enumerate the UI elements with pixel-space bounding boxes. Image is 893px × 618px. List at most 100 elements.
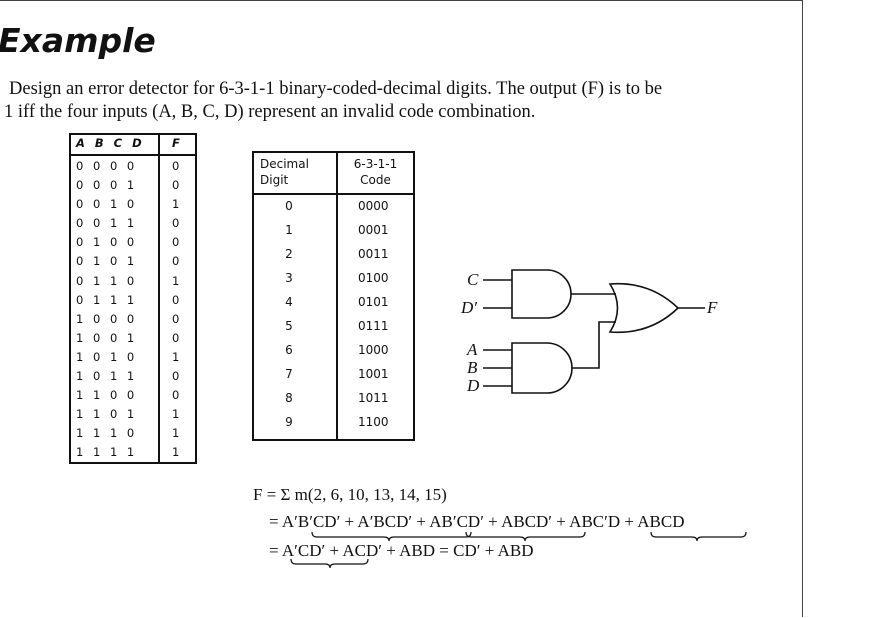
truth-table-inputs-cell: 0 0 1 0 <box>76 197 138 212</box>
truth-table-output-cell: 0 <box>172 178 180 193</box>
slide: Example Design an error detector for 6-3… <box>0 0 803 617</box>
truth-table-output-cell: 1 <box>172 197 180 212</box>
truth-table-row: 0 0 1 0 1 <box>71 194 195 213</box>
truth-table-row: 1 1 1 1 1 <box>71 442 195 461</box>
code-table-code-cell: 1000 <box>358 343 389 357</box>
code-table-code-cell: 0100 <box>358 271 389 285</box>
truth-table-row: 0 0 0 0 0 <box>71 156 195 175</box>
input-label-c: C <box>467 270 479 289</box>
code-table-row: 3 0100 <box>254 267 413 291</box>
code-table-header: Decimal Digit 6-3-1-1 Code <box>254 153 413 195</box>
truth-table-output-cell: 0 <box>172 369 180 384</box>
truth-table-output-cell: 0 <box>172 216 180 231</box>
truth-table-inputs-cell: 0 0 1 1 <box>76 216 138 231</box>
underbrace-3 <box>650 531 747 542</box>
code-table-code-cell: 0101 <box>358 295 389 309</box>
truth-table-output-cell: 0 <box>172 235 180 250</box>
code-table-code-cell: 1100 <box>358 415 389 429</box>
truth-table-row: 0 1 0 1 0 <box>71 251 195 270</box>
code-table-row: 9 1100 <box>254 411 413 435</box>
truth-table-inputs-cell: 0 0 0 0 <box>76 159 138 173</box>
truth-table-output-cell: 0 <box>172 388 180 403</box>
output-label-f: F <box>706 298 718 317</box>
truth-table-inputs-cell: 1 1 0 0 <box>76 388 138 403</box>
truth-table-row: 1 1 0 1 1 <box>71 404 195 423</box>
underbrace-1 <box>311 531 472 542</box>
code-table-digit-cell: 7 <box>285 367 293 381</box>
truth-table-row: 1 1 1 0 1 <box>71 423 195 442</box>
truth-table-output-cell: 0 <box>172 159 180 173</box>
code-table-digit-cell: 5 <box>285 319 293 333</box>
code-table-code-cell: 0001 <box>358 223 389 237</box>
logic-gate-diagram: C D′ A B D F <box>460 269 718 395</box>
truth-table-header-inputs: A B C D <box>76 136 145 150</box>
or-gate <box>608 282 680 334</box>
code-table-digit-cell: 4 <box>285 295 293 309</box>
underbrace-2 <box>465 531 586 542</box>
wire-and2-to-or <box>572 321 616 369</box>
code-table-header-code: 6-3-1-1 Code <box>336 156 415 188</box>
input-label-d-prime: D′ <box>460 298 477 317</box>
truth-table-row: 1 0 1 0 1 <box>71 347 195 366</box>
truth-table-output-cell: 1 <box>172 349 180 364</box>
truth-table-inputs-cell: 1 1 1 1 <box>76 445 138 460</box>
truth-table-row: 1 0 0 1 0 <box>71 328 195 347</box>
header-code-line-1: 6-3-1-1 <box>353 157 398 171</box>
truth-table-inputs-cell: 1 1 0 1 <box>76 407 138 422</box>
input-label-b: B <box>467 358 478 377</box>
code-table-row: 7 1001 <box>254 363 413 387</box>
truth-table-header-output: F <box>172 136 180 150</box>
code-table-digit-cell: 8 <box>285 391 293 405</box>
code-table-row: 2 0011 <box>254 243 413 267</box>
and-gate-lower <box>511 342 573 394</box>
header-decimal-line-1: Decimal <box>260 157 309 171</box>
slide-title: Example <box>0 21 156 60</box>
code-table-code-cell: 0011 <box>358 247 389 261</box>
truth-table-output-cell: 1 <box>172 407 180 422</box>
code-table-row: 5 0111 <box>254 315 413 339</box>
truth-table-header: A B C D F <box>71 135 195 156</box>
truth-table-inputs-cell: 1 0 0 1 <box>76 330 138 345</box>
truth-table-output-cell: 0 <box>172 292 180 307</box>
truth-table-row: 1 1 0 0 0 <box>71 385 195 404</box>
equation-line-1: F = Σ m(2, 6, 10, 13, 14, 15) <box>253 485 447 504</box>
code-table-code-cell: 1001 <box>358 367 389 381</box>
equation-line-3: = A′CD′ + ACD′ + ABD = CD′ + ABD <box>269 541 534 560</box>
code-table-code-cell: 0111 <box>358 319 389 333</box>
truth-table-output-cell: 1 <box>172 445 180 460</box>
input-label-a: A <box>466 340 478 359</box>
underbrace-4 <box>290 558 369 569</box>
code-table-row: 4 0101 <box>254 291 413 315</box>
truth-table-inputs-cell: 1 1 1 0 <box>76 426 138 441</box>
input-label-d: D <box>466 376 480 395</box>
code-table-divider <box>336 153 338 439</box>
truth-table-inputs-cell: 0 1 1 0 <box>76 273 138 288</box>
truth-table-row: 0 1 1 1 0 <box>71 290 195 309</box>
code-table-digit-cell: 0 <box>285 199 293 213</box>
code-table-digit-cell: 9 <box>285 415 293 429</box>
truth-table-output-cell: 0 <box>172 311 180 326</box>
header-decimal-line-2: Digit <box>260 173 289 187</box>
problem-statement-line-1: Design an error detector for 6-3-1-1 bin… <box>9 79 663 99</box>
truth-table-output-cell: 1 <box>172 426 180 441</box>
code-table-header-decimal: Decimal Digit <box>260 156 309 188</box>
truth-table-divider <box>158 135 160 462</box>
code-table-digit-cell: 2 <box>285 247 293 261</box>
truth-table-inputs-cell: 0 1 1 1 <box>76 292 138 307</box>
truth-table-inputs-cell: 1 0 1 0 <box>76 349 138 364</box>
truth-table-output-cell: 0 <box>172 254 180 269</box>
code-table-digit-cell: 3 <box>285 271 293 285</box>
truth-table-inputs-cell: 0 1 0 1 <box>76 254 138 269</box>
truth-table-output-cell: 0 <box>172 330 180 345</box>
